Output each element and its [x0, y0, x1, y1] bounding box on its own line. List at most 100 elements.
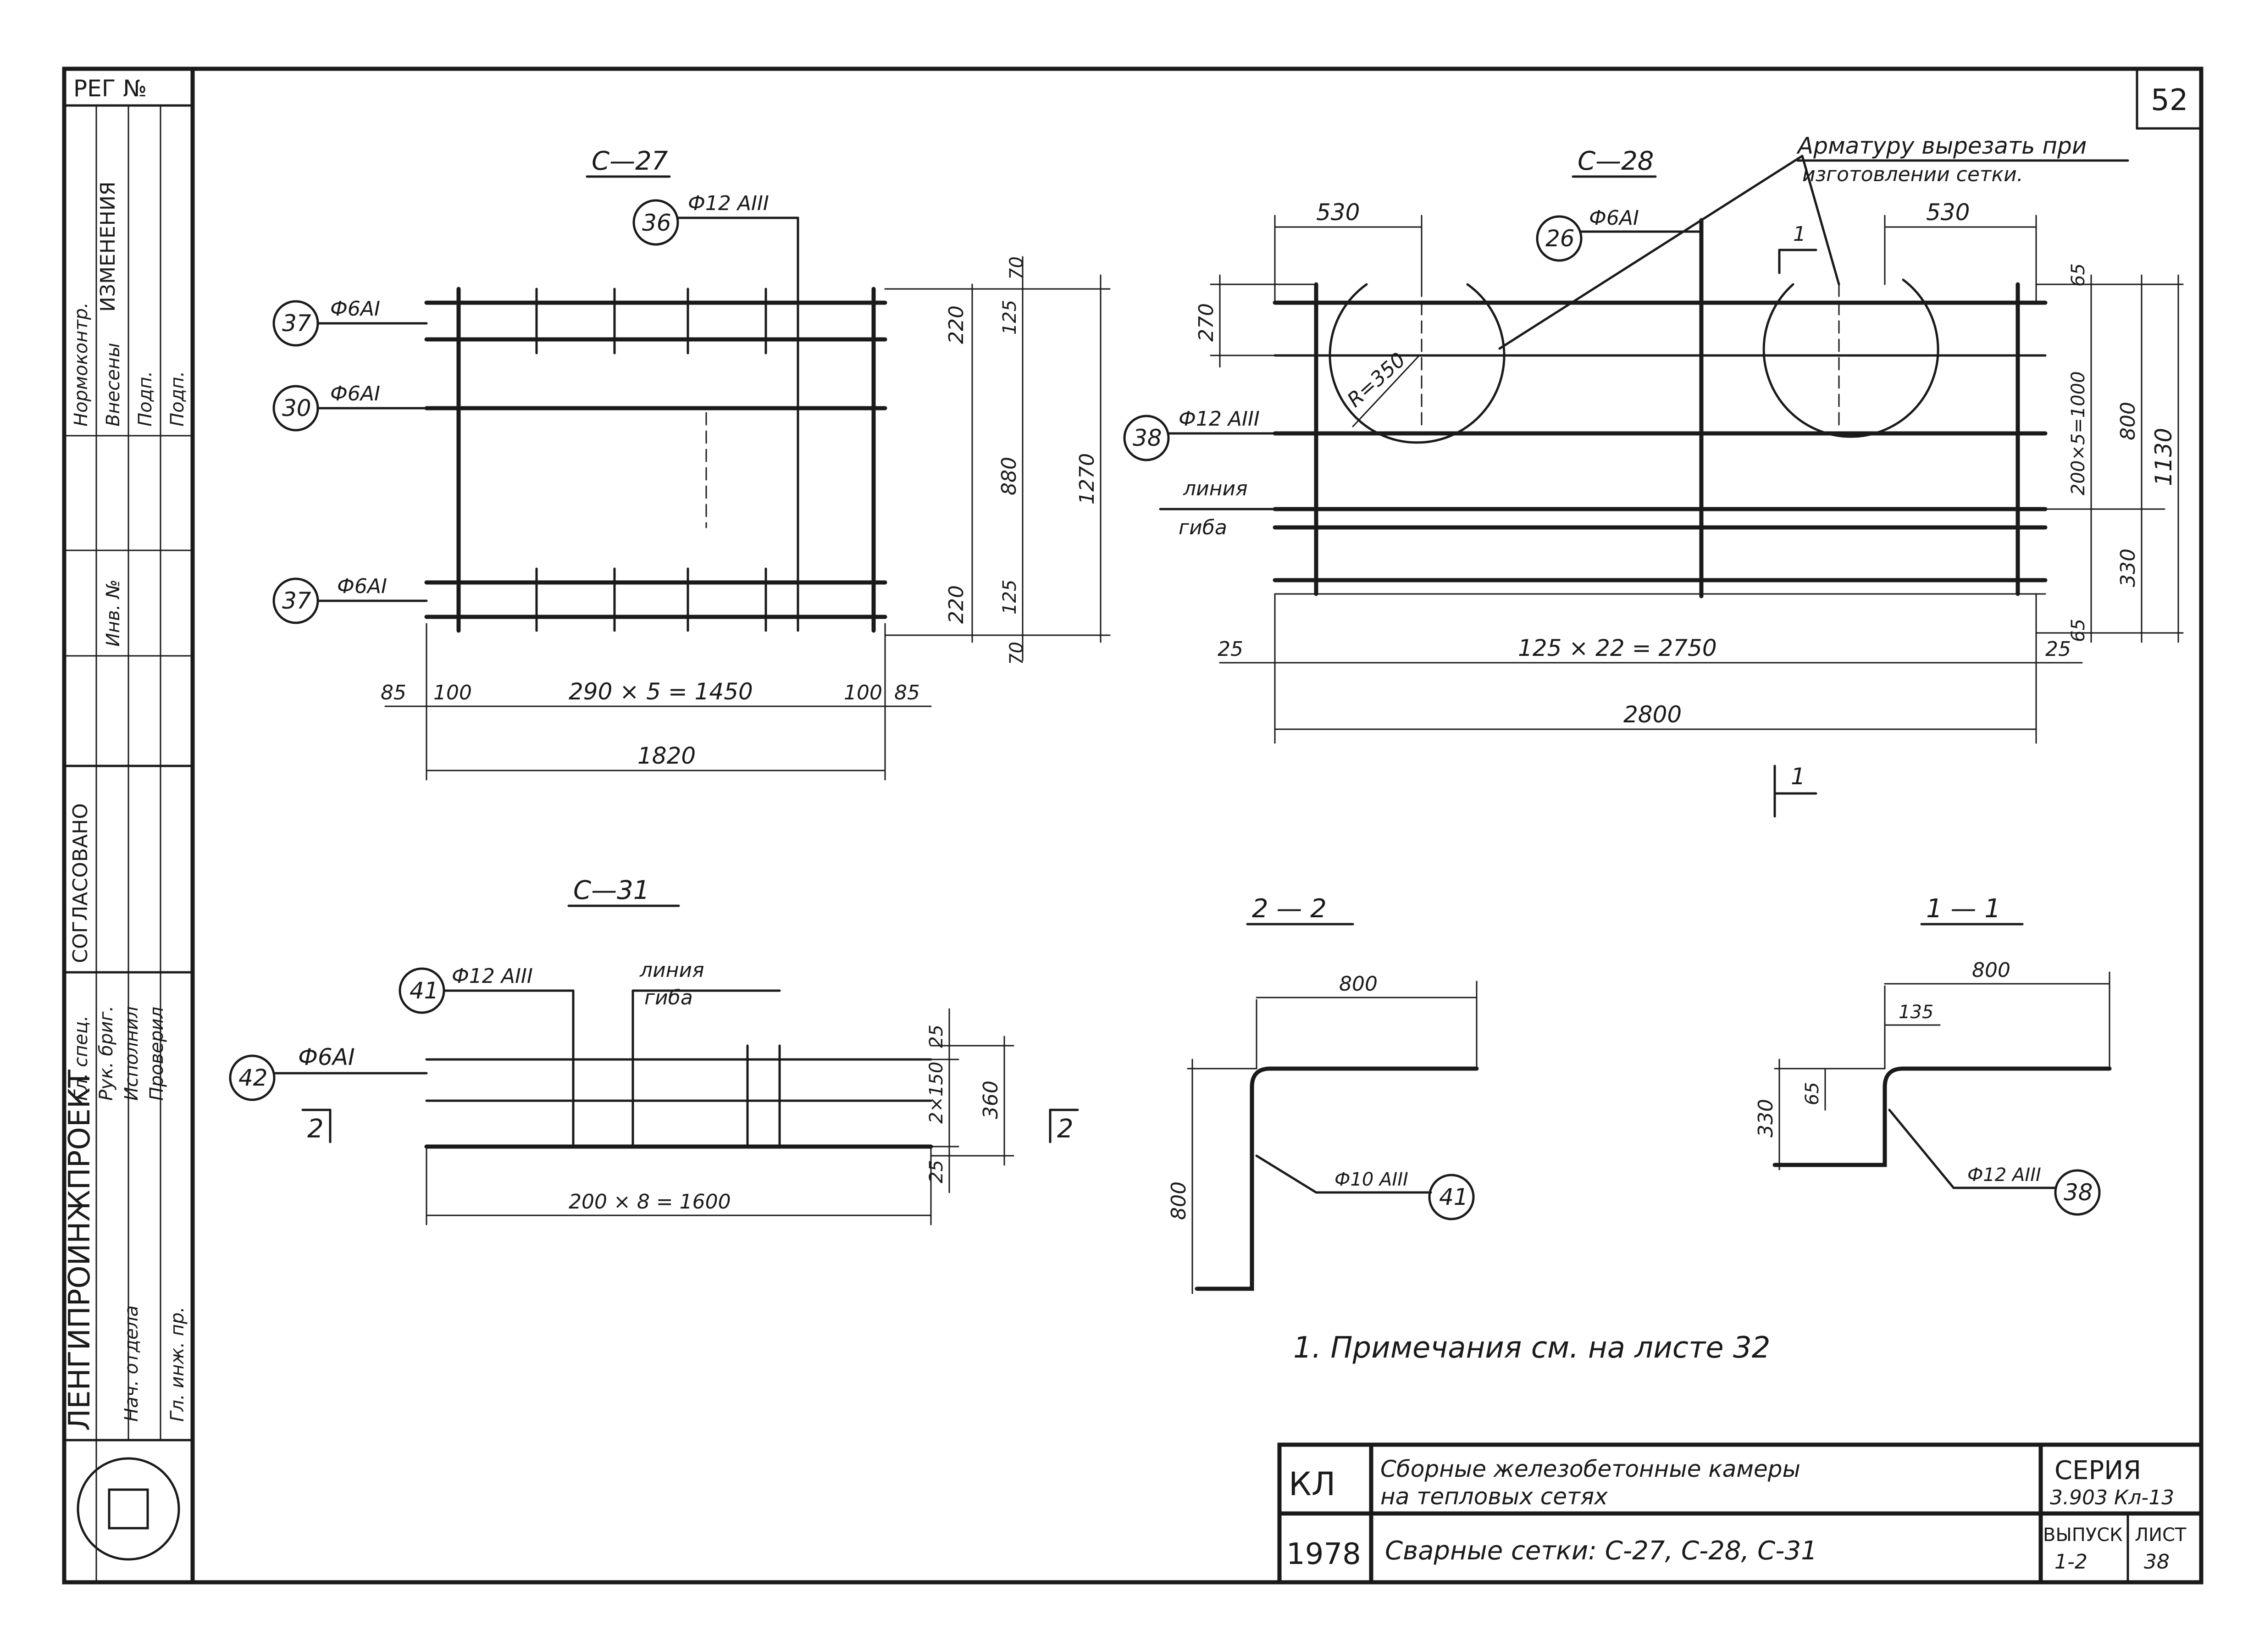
- c28-bend-line-2: гиба: [1179, 516, 1227, 539]
- c28-dim-total: 2800: [1623, 701, 1682, 728]
- s11-dim-top: 800: [1972, 959, 2010, 982]
- c28-note-line2: изготовлении сетки.: [1802, 163, 2023, 186]
- c31-section-mark-right: 2: [1057, 1114, 1074, 1144]
- bar-marker-38: [1123, 415, 1170, 461]
- side-stamp-line: Исполнил: [121, 1006, 142, 1101]
- s11-bar-label: Ф12 АIII: [1967, 1164, 2041, 1186]
- c31-dim-v360: 360: [979, 1081, 1002, 1119]
- c31-dim-v25b: 25: [926, 1160, 947, 1183]
- c27-dim-v125b: 125: [999, 580, 1020, 615]
- c28-radius: R=350: [1343, 348, 1410, 412]
- sheet-value: 38: [2144, 1550, 2170, 1574]
- c27-dim-85a: 85: [381, 681, 406, 704]
- c31-dim-v2x150: 2×150: [926, 1062, 947, 1124]
- bar-marker-42-num: 42: [238, 1064, 268, 1091]
- bar-marker-37-num: 37: [282, 310, 311, 337]
- title-block-title-line2: на тепловых сетях: [1380, 1483, 1608, 1510]
- side-stamp: ЛЕНГИПРОИНЖПРОЕКТ СОГЛАСОВАНО ИЗМЕНЕНИЯ …: [63, 105, 194, 1583]
- c28-note-line1: Арматуру вырезать при: [1796, 133, 2087, 159]
- c28-section-mark-top: 1: [1793, 222, 1806, 246]
- s22-bar-num: 41: [1439, 1184, 1468, 1210]
- c31-bar41-label: Ф12 АIII: [452, 965, 533, 988]
- issue-value: 1-2: [2054, 1550, 2087, 1574]
- c28-dim-top-left: 530: [1316, 199, 1360, 226]
- c28-dim-v800: 800: [2116, 402, 2140, 440]
- c28-dim-v200: 200×5=1000: [2068, 371, 2089, 495]
- c28-dim-v330: 330: [2116, 549, 2140, 587]
- c27-dim-v70b: 70: [1006, 642, 1027, 665]
- c28-dim-v270: 270: [1195, 303, 1218, 342]
- bar-marker-42: [229, 1054, 276, 1101]
- c28-dim-v65a: 65: [2068, 263, 2089, 287]
- side-stamp-line: Внесены: [103, 343, 124, 427]
- c27-dim-v125a: 125: [999, 300, 1020, 335]
- side-stamp-line: Гл. инж. пр.: [167, 1307, 188, 1422]
- mesh-c31: С—31 41 Ф12 АIII линия гиба 42 Ф6АI 2 2: [229, 876, 1079, 1225]
- s22-title: 2 — 2: [1252, 894, 1327, 924]
- reg-label: РЕГ №: [73, 75, 147, 102]
- c27-dim-total: 1820: [637, 743, 696, 769]
- title-block: КЛ 1978 Сборные железобетонные камеры на…: [1277, 1442, 2204, 1585]
- cutout-circle-right: [1762, 278, 1939, 438]
- c27-title: С—27: [592, 146, 668, 176]
- s22-dim-left: 800: [1167, 1181, 1190, 1220]
- series-value: 3.903 Кл-13: [2050, 1486, 2174, 1509]
- series-label: СЕРИЯ: [2054, 1456, 2141, 1486]
- c28-bar26-label: Ф6АI: [1589, 206, 1639, 230]
- side-stamp-line: Нормоконтр.: [71, 302, 92, 427]
- s22-dim-top: 800: [1339, 972, 1378, 996]
- side-stamp-line: Инв. №: [103, 579, 124, 647]
- bar-marker-30-num: 30: [282, 395, 311, 421]
- side-stamp-line: Гл. спец.: [71, 1015, 92, 1101]
- general-note: 1. Примечания см. на листе 32: [1293, 1331, 1770, 1365]
- c27-dim-v220a: 220: [945, 305, 968, 344]
- side-stamp-line: Подп.: [135, 371, 156, 427]
- s11-dim-330: 330: [1754, 1099, 1777, 1137]
- cutout-circle-left: [1329, 283, 1506, 444]
- bar-marker-38-num: 38: [1133, 425, 1162, 451]
- sheet-frame: [62, 67, 2204, 1585]
- side-stamp-line: Проверил: [146, 1007, 167, 1101]
- bar-marker-36-num: 36: [642, 210, 671, 236]
- side-stamp-line: Рук. бриг.: [96, 1006, 117, 1101]
- c28-dim-top-right: 530: [1926, 199, 1970, 226]
- c31-bar42-label: Ф6АI: [298, 1044, 355, 1070]
- s11-bent-bar: [1772, 1066, 2112, 1167]
- sheet-number: 52: [2151, 83, 2188, 117]
- section-1-1: 1 — 1 800 135 65 330 38 Ф12 АIII: [1754, 894, 2112, 1216]
- c31-bend-line-2: гиба: [644, 986, 693, 1009]
- c27-dim-v880: 880: [997, 457, 1021, 495]
- c31-dim-v25a: 25: [926, 1025, 947, 1048]
- c28-section-mark-bottom: 1: [1791, 763, 1805, 790]
- c27-bar30-label: Ф6АI: [330, 382, 380, 405]
- side-stamp-org: ЛЕНГИПРОИНЖПРОЕКТ: [63, 1069, 97, 1431]
- c28-dim-v1130: 1130: [2150, 428, 2177, 486]
- section-2-2: 2 — 2 800 800 41 Ф10 АIII: [1167, 894, 1479, 1294]
- c28-dim-25b: 25: [2045, 638, 2071, 661]
- c27-dim-mid: 290 × 5 = 1450: [569, 678, 753, 705]
- bar-marker-26-num: 26: [1545, 225, 1575, 252]
- c27-dim-v1270: 1270: [1075, 453, 1099, 504]
- c28-title: С—28: [1578, 146, 1654, 176]
- s11-dim-65: 65: [1802, 1082, 1823, 1105]
- mesh-c27: С—27 36 Ф12 АIII 37 Ф6АI 30 Ф6АI: [272, 146, 1111, 781]
- side-stamp-agreed: СОГЛАСОВАНО: [69, 803, 92, 963]
- sheet-number-box: [2136, 67, 2203, 130]
- c28-dim-mid: 125 × 22 = 2750: [1518, 635, 1717, 661]
- s11-bar-num: 38: [2064, 1179, 2093, 1206]
- side-stamp-line: Подп.: [167, 371, 188, 427]
- c27-dim-100b: 100: [844, 681, 882, 704]
- side-stamp-line: Нач. отдела: [121, 1305, 142, 1422]
- s22-bar-label: Ф10 АIII: [1334, 1169, 1408, 1190]
- title-block-subtitle: Сварные сетки: С-27, С-28, С-31: [1385, 1536, 1817, 1566]
- c27-bar37-label: Ф6АI: [330, 297, 380, 321]
- c27-dim-100a: 100: [433, 681, 472, 704]
- issue-label: ВЫПУСК: [2043, 1524, 2123, 1546]
- sheet-label: ЛИСТ: [2135, 1524, 2187, 1546]
- c31-dim-mid: 200 × 8 = 1600: [569, 1190, 731, 1214]
- mesh-c28: С—28 Арматуру вырезать при изготовлении …: [1123, 133, 2184, 818]
- c27-bar36-label: Ф12 АIII: [688, 192, 769, 215]
- c27-dim-v70a: 70: [1006, 256, 1027, 280]
- c31-section-mark-left: 2: [307, 1114, 324, 1144]
